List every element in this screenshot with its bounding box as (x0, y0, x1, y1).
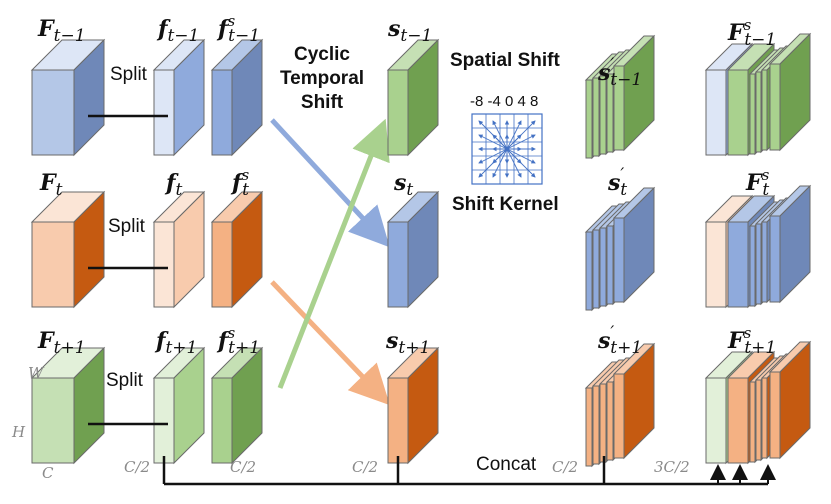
spatial-shift-title: Spatial Shift (450, 50, 560, 71)
kernel-arrow-14 (506, 120, 522, 150)
half-block-fs-cur (210, 190, 264, 309)
feature-block-F-cur (30, 190, 106, 309)
spatial-slab-cur (612, 186, 656, 304)
label-sp-prev: s′t−1 (597, 55, 642, 90)
split-label-2: Split (108, 216, 146, 237)
half-block-f-cur (152, 190, 206, 309)
kernel-arrow-20 (506, 134, 536, 150)
kernel-arrow-3 (478, 148, 508, 164)
arrow-shift-orange (270, 280, 390, 406)
cyclic-temporal-shift-line1: Cyclic (294, 44, 350, 65)
spatial-slab-prev (612, 34, 656, 152)
label-f-prev: ft−1 (156, 16, 199, 46)
shift-kernel-grid (471, 113, 543, 185)
half-block-fs-prev (210, 38, 264, 157)
output-slab-prev (768, 32, 812, 152)
cyclic-temporal-shift-line2: Temporal (280, 68, 364, 89)
half-block-f-prev (152, 38, 206, 157)
concat-label: Concat (476, 454, 537, 475)
kernel-ticks: -8 -4 0 4 8 (470, 93, 538, 110)
split-label-3: Split (106, 370, 144, 391)
kernel-arrow-22 (506, 148, 536, 164)
label-s-next: st+1 (385, 328, 430, 358)
kernel-arrow-8 (492, 148, 508, 164)
dim-c2-label-4: C/2 (552, 458, 578, 476)
label-F-prev: Ft−1 (37, 16, 86, 46)
label-F-cur: Ft (39, 170, 63, 200)
label-f-next: ft+1 (154, 328, 197, 358)
spatial-slab-next (612, 342, 656, 460)
dim-c2-label-2: C/2 (230, 458, 256, 476)
label-f-cur: ft (164, 170, 182, 200)
label-s-prev: st−1 (387, 16, 432, 46)
shift-arrows (270, 118, 390, 406)
half-block-fs-next (210, 346, 264, 465)
dim-c2-label-1: C/2 (124, 458, 150, 476)
dim-3c2-label: 3C/2 (654, 458, 690, 476)
kernel-arrow-1 (478, 134, 508, 150)
kernel-arrow-5 (492, 120, 508, 150)
output-slab-next (768, 340, 812, 460)
label-F-next: Ft+1 (37, 328, 86, 358)
dim-w-label: W (28, 364, 45, 382)
label-sp-next: s′t+1 (597, 323, 642, 358)
half-block-f-next (152, 346, 206, 465)
feature-blocks (30, 32, 812, 468)
kernel-arrow-6 (492, 134, 508, 150)
dim-h-label: H (11, 423, 26, 441)
kernel-arrow-23 (506, 148, 536, 178)
label-sp-cur: s′t (607, 165, 627, 200)
shifted-block-s-next (386, 346, 440, 465)
kernel-arrow-18 (506, 148, 522, 178)
shift-kernel-title: Shift Kernel (452, 194, 559, 215)
kernel-arrow-19 (506, 120, 536, 150)
feature-block-F-prev (30, 38, 106, 157)
feature-block-F-next (30, 346, 106, 465)
output-slab-cur (768, 184, 812, 304)
kernel-arrow-9 (492, 148, 508, 178)
dim-c-label: C (42, 464, 54, 482)
arrow-shift-green (277, 118, 390, 389)
arrow-shift-blue (270, 118, 390, 248)
dim-c2-label-3: C/2 (352, 458, 378, 476)
cyclic-temporal-shift-line3: Shift (301, 92, 344, 113)
shifted-block-s-cur (386, 190, 440, 309)
shifted-block-s-prev (386, 38, 440, 157)
split-label-1: Split (110, 64, 148, 85)
connector-lines (88, 114, 776, 486)
label-s-cur: st (393, 170, 413, 200)
